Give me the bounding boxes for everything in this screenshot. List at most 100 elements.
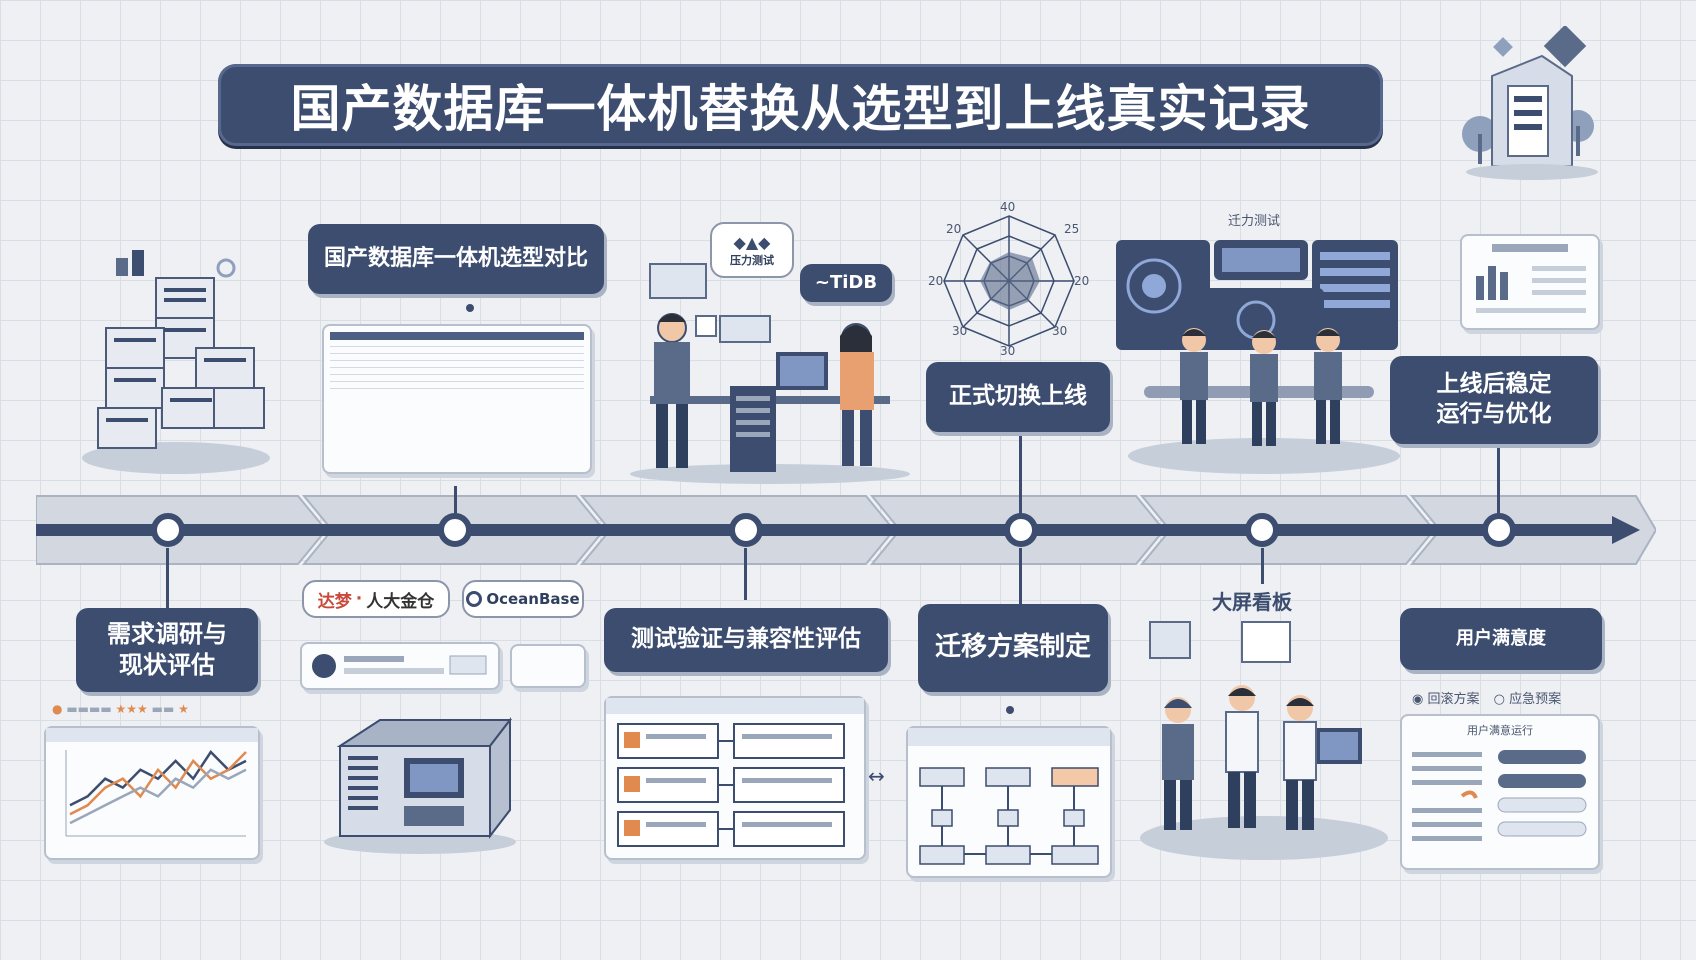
table-row <box>330 367 584 375</box>
stability-badge-text: 用户满意度 <box>1456 628 1546 650</box>
table-cell <box>393 374 457 382</box>
datacenter-building-icon <box>1462 26 1598 180</box>
table-cell <box>457 353 521 361</box>
team-celebration-illustration <box>1140 621 1388 860</box>
migration-plan-panel <box>906 726 1112 878</box>
table-cell <box>520 340 584 347</box>
connector-4 <box>1019 548 1022 604</box>
comparison-table <box>330 332 584 389</box>
connector-3 <box>744 548 747 600</box>
table-cell <box>457 374 521 382</box>
vendor-tidb: ~TiDB <box>800 264 892 302</box>
connector-5 <box>1019 434 1022 514</box>
timeline-node-6 <box>1482 513 1516 547</box>
rating-row: ● ▬▬▬▬ ★★★ ▬▬ ★ <box>52 702 189 716</box>
step-label-golive: 正式切换上线 <box>926 362 1110 432</box>
radar-tick: 20 <box>946 222 962 236</box>
table-cell <box>330 346 394 354</box>
connector-dot <box>1006 706 1014 714</box>
radar-chart <box>943 215 1075 347</box>
radio-icon: ○ <box>1493 692 1505 707</box>
table-cell <box>393 381 457 389</box>
table-cell <box>520 367 584 375</box>
table-cell <box>393 360 457 368</box>
trend-series-line <box>69 750 247 807</box>
step-label-optimization: 上线后稳定 运行与优化 <box>1390 356 1598 444</box>
connector-dot <box>466 304 474 312</box>
stability-badge: 用户满意度 <box>1400 608 1602 670</box>
table-row <box>330 346 584 354</box>
radio-icon: ◉ <box>1412 692 1424 707</box>
radar-tick: 40 <box>1000 200 1016 214</box>
user-feedback-panel: 用户满意运行 <box>1400 714 1600 870</box>
database-appliance-icon <box>324 717 516 854</box>
title-banner: 国产数据库一体机替换从选型到上线真实记录 <box>218 64 1383 146</box>
connector-2 <box>454 486 457 514</box>
monitor-report-panel <box>1460 234 1600 330</box>
plan-legend: ◉ 回滚方案 ○ 应急预案 <box>1412 692 1562 707</box>
engineers-testing-illustration <box>630 263 910 484</box>
page-title: 国产数据库一体机替换从选型到上线真实记录 <box>290 80 1311 138</box>
table-cell <box>457 381 521 389</box>
server-stack-icon <box>82 250 270 474</box>
table-cell <box>457 360 521 368</box>
table-cell <box>330 340 394 347</box>
radar-tick: 30 <box>1000 344 1016 358</box>
table-row <box>330 353 584 361</box>
test-flow-panel <box>604 696 866 860</box>
table-header-cell <box>330 332 394 340</box>
user-feedback-caption: 用户满意运行 <box>1467 724 1533 737</box>
step-label-testing: 测试验证与兼容性评估 <box>604 608 888 672</box>
timeline-band <box>36 495 1656 565</box>
table-cell <box>457 340 521 347</box>
info-chip <box>510 644 586 688</box>
table-row <box>330 381 584 389</box>
step-label-requirements: 需求调研与 现状评估 <box>76 608 258 692</box>
chart-icon: ◆▲◆ <box>733 232 771 252</box>
trend-series-line <box>69 751 247 816</box>
table-cell <box>393 353 457 361</box>
table-cell <box>457 367 521 375</box>
vendor-logo-oceanbase: OceanBase <box>462 580 584 618</box>
connector-6 <box>1497 446 1500 514</box>
table-cell <box>520 360 584 368</box>
big-screen-caption: 大屏看板 <box>1212 590 1292 614</box>
radar-tick: 25 <box>1064 222 1080 236</box>
table-row <box>330 374 584 382</box>
step-label-selection: 国产数据库一体机选型对比 <box>308 224 604 294</box>
radar-tick: 30 <box>1052 324 1068 338</box>
info-strip <box>300 642 500 690</box>
timeline-node-2 <box>438 513 472 547</box>
table-cell <box>520 346 584 354</box>
radar-tick: 30 <box>952 324 968 338</box>
timeline-node-4 <box>1004 513 1038 547</box>
trend-chart <box>46 728 258 837</box>
connector-1 <box>166 548 169 610</box>
trend-chart-panel <box>44 726 260 860</box>
comparison-table-panel <box>322 324 592 474</box>
star-icon: ● <box>52 702 63 716</box>
connector-7 <box>1261 548 1264 584</box>
vendor-oceanbase: OceanBase <box>486 590 580 608</box>
star-icon: ★ <box>178 702 189 716</box>
oceanbase-icon <box>466 591 483 607</box>
trend-series-line <box>69 768 247 825</box>
table-cell <box>330 381 394 389</box>
radar-tick: 20 <box>1074 274 1090 288</box>
table-cell <box>393 346 457 354</box>
star-icon: ★★★ <box>115 702 148 716</box>
migration-test-caption: 迁力测试 <box>1228 214 1281 229</box>
table-header-cell <box>393 332 457 340</box>
table-cell <box>393 367 457 375</box>
table-cell <box>457 346 521 354</box>
radar-tick: 20 <box>928 274 944 288</box>
table-cell <box>520 374 584 382</box>
vendor-dameng: 达梦 <box>317 591 352 612</box>
control-room-illustration <box>1116 240 1400 474</box>
stress-test-badge: ◆▲◆ 压力测试 <box>710 222 794 278</box>
timeline-node-1 <box>151 513 185 547</box>
timeline-node-5 <box>1245 513 1279 547</box>
table-cell <box>520 353 584 361</box>
step-label-migration: 迁移方案制定 <box>918 604 1108 692</box>
table-header-cell <box>457 332 521 340</box>
